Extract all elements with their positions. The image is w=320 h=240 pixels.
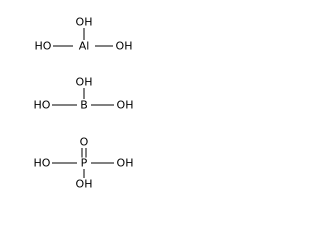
bond-lines: [52, 28, 114, 178]
p-top-oxygen-label: O: [78, 135, 90, 149]
p-left-hydroxyl-label: HO: [32, 156, 52, 170]
b-right-hydroxyl-label: OH: [115, 98, 135, 112]
al-top-hydroxyl-label: OH: [74, 15, 94, 29]
al-right-hydroxyl-label: OH: [114, 39, 134, 53]
al-left-hydroxyl-label: HO: [33, 39, 53, 53]
p-atom-label: P: [79, 156, 89, 170]
al-atom-label: Al: [77, 39, 91, 53]
b-top-hydroxyl-label: OH: [74, 75, 94, 89]
chemical-structures-canvas: OH HO Al OH OH HO B OH O HO P OH OH: [0, 0, 164, 222]
b-left-hydroxyl-label: HO: [32, 98, 52, 112]
p-right-hydroxyl-label: OH: [115, 156, 135, 170]
b-atom-label: B: [79, 98, 89, 112]
p-bottom-hydroxyl-label: OH: [74, 177, 94, 191]
